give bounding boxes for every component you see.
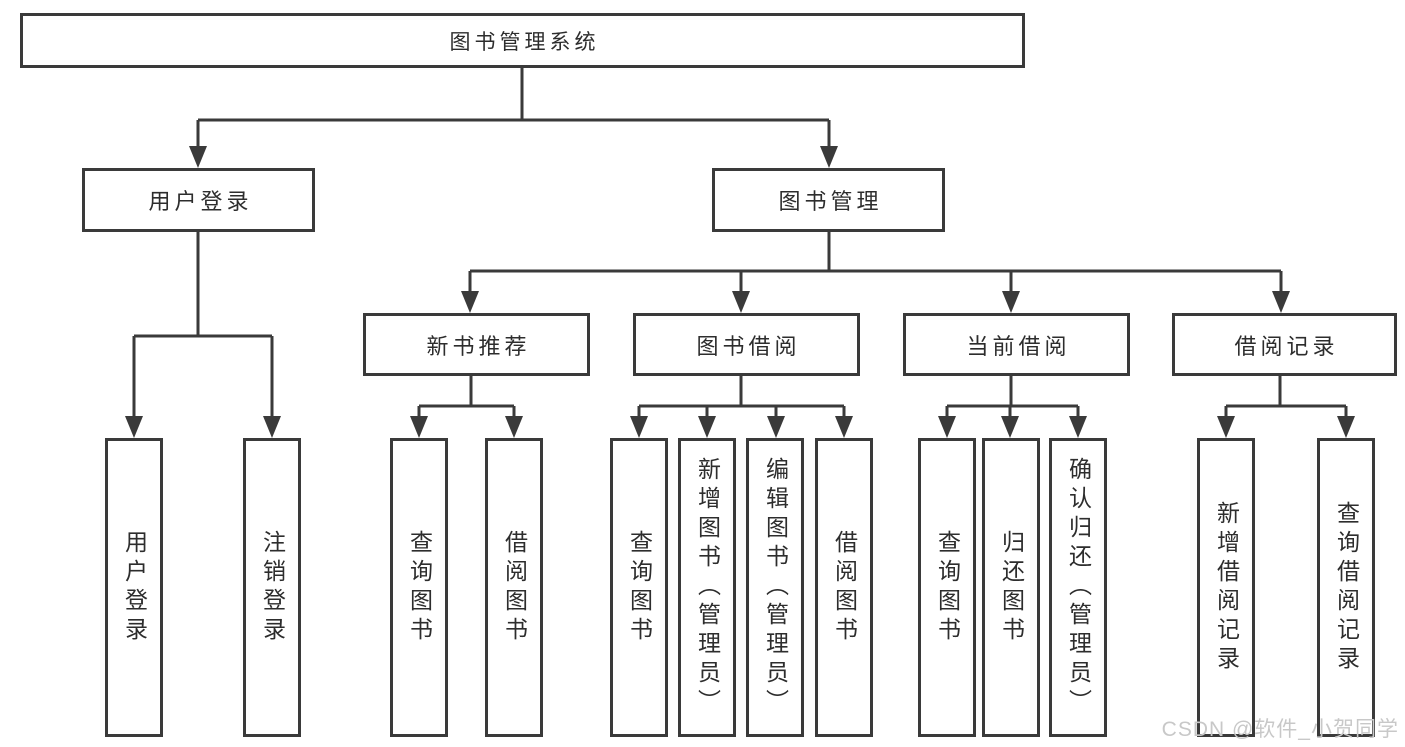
leaf-label: 注销登录 (259, 529, 286, 646)
node-new-book-recommendation: 新书推荐 (363, 313, 590, 376)
node-user-login: 用户登录 (82, 168, 315, 232)
leaf-label: 确认归还（管理员） (1065, 457, 1092, 718)
leaf-label: 查询图书 (406, 529, 433, 646)
leaf-label: 编辑图书（管理员） (762, 457, 789, 718)
leaf-query-borrow-record: 查询借阅记录 (1317, 438, 1375, 737)
leaf-borrow-books: 借阅图书 (815, 438, 873, 737)
leaf-label: 查询图书 (934, 529, 961, 646)
leaf-borrow-books-recommend: 借阅图书 (485, 438, 543, 737)
leaf-label: 借阅图书 (831, 529, 858, 646)
leaf-add-borrow-record: 新增借阅记录 (1197, 438, 1255, 737)
leaf-label: 借阅图书 (501, 529, 528, 646)
leaf-query-books-borrowing: 查询图书 (610, 438, 668, 737)
node-label: 用户登录 (148, 189, 253, 214)
node-current-borrowing: 当前借阅 (903, 313, 1130, 376)
leaf-label: 新增图书（管理员） (694, 457, 721, 718)
watermark-text: CSDN @软件_小贺同学 (1161, 718, 1399, 741)
node-label: 新书推荐 (426, 333, 531, 359)
node-label: 当前借阅 (966, 333, 1071, 359)
leaf-label: 查询图书 (626, 529, 653, 646)
node-label: 图书借阅 (696, 333, 801, 359)
leaf-query-books-recommend: 查询图书 (390, 438, 448, 737)
node-label: 图书管理系统 (449, 30, 600, 54)
leaf-user-login: 用户登录 (105, 438, 163, 737)
leaf-return-books: 归还图书 (982, 438, 1040, 737)
node-borrowing-records: 借阅记录 (1172, 313, 1397, 376)
node-book-management: 图书管理 (712, 168, 945, 232)
leaf-label: 查询借阅记录 (1333, 500, 1360, 675)
node-library-management-system: 图书管理系统 (20, 13, 1025, 68)
leaf-query-books-current: 查询图书 (918, 438, 976, 737)
leaf-edit-books-admin: 编辑图书（管理员） (746, 438, 804, 737)
node-label: 图书管理 (778, 189, 883, 214)
leaf-label: 用户登录 (121, 529, 148, 646)
leaf-confirm-return-admin: 确认归还（管理员） (1049, 438, 1107, 737)
leaf-label: 新增借阅记录 (1213, 500, 1240, 675)
leaf-logout-login: 注销登录 (243, 438, 301, 737)
node-label: 借阅记录 (1234, 333, 1339, 359)
node-book-borrowing: 图书借阅 (633, 313, 860, 376)
leaf-add-books-admin: 新增图书（管理员） (678, 438, 736, 737)
leaf-label: 归还图书 (998, 529, 1025, 646)
